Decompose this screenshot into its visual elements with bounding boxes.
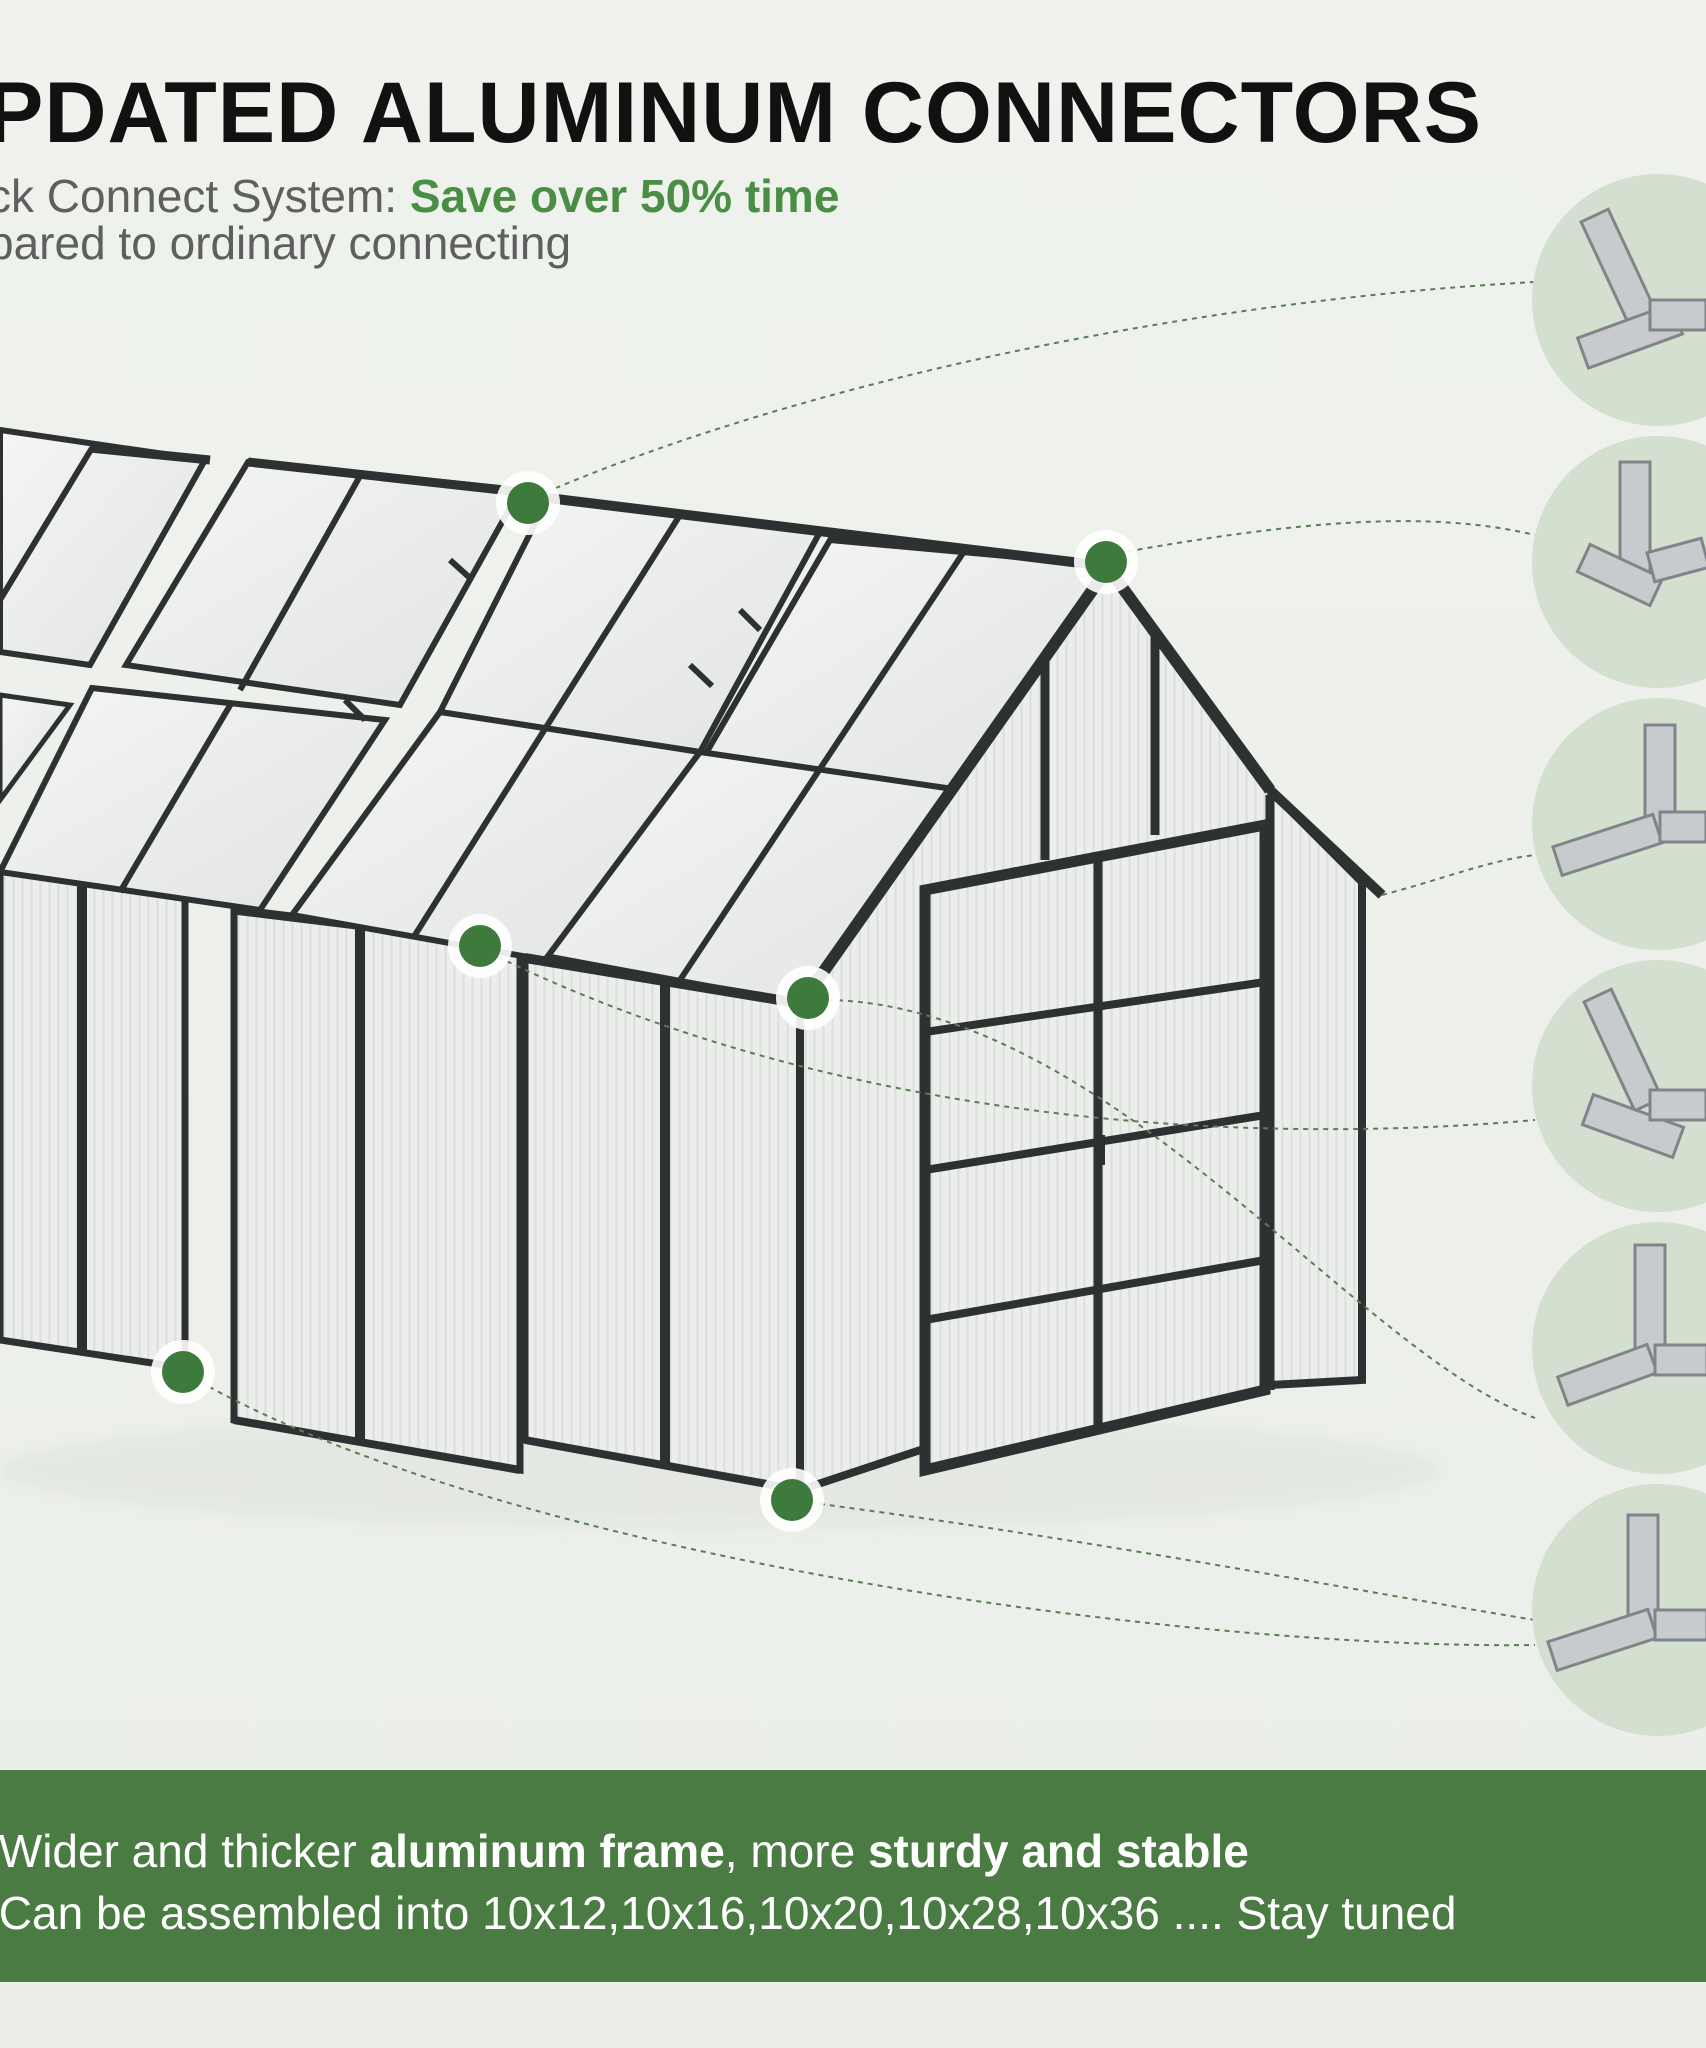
connector-thumbnail [1532,698,1706,950]
connector-icon [1555,1243,1706,1408]
connector-icon [1546,1513,1706,1673]
thumbnail-circle [1532,1484,1706,1736]
feature-line-1: .Wider and thicker aluminum frame, more … [0,1828,1249,1874]
door-rail [924,978,1266,1036]
gable-rafter [1266,786,1386,899]
roof-vent-bar [447,557,473,581]
subtitle-line-1: ck Connect System: Save over 50% time [0,173,839,219]
door-rail [924,1111,1266,1174]
gable-rafter [795,564,1113,1009]
roof-vent-bar [687,662,715,689]
thumbnail-circle [1532,960,1706,1212]
gable-rafter [1103,564,1275,794]
green-dot-marker [459,925,501,967]
roof-rafter [677,548,968,982]
roof-vent-bar [737,607,763,633]
side-wall [0,864,189,1373]
roof-rafter [0,446,95,602]
connector-icon [1551,723,1706,878]
roof-rafter [117,700,235,894]
connector-thumbnail [1532,436,1706,688]
subtitle-prefix: ck Connect System: [0,170,410,222]
green-dot-marker [1085,541,1127,583]
green-dot-marker [771,1479,813,1521]
door [919,818,1271,1477]
base-rail [524,1436,801,1494]
subtitle-highlight: Save over 50% time [409,170,840,222]
callout-line [1381,854,1536,896]
ridge-beam [547,493,1106,571]
callout-line [479,947,1536,1131]
door-rail [924,1256,1266,1324]
feature-1-middle: , more [724,1825,868,1877]
feature-banner [0,1770,1706,1982]
subtitle-line-2: pared to ordinary connecting [0,217,572,269]
base-rail [233,1416,521,1474]
ridge-beam [247,457,521,497]
greenhouse-module-front [286,493,1386,1496]
green-dot-marker [507,482,549,524]
door-handle [1097,1135,1105,1165]
roof-panel [0,692,75,805]
callout-line [1107,520,1536,556]
callout-line [789,1499,1536,1621]
feature-1-prefix: .Wider and thicker [0,1825,370,1877]
roof-rafter [412,513,683,937]
connector-thumbnail [1532,960,1706,1212]
connector-thumbnail [1532,1484,1706,1736]
connector-thumbnail [1532,1222,1706,1474]
connector-thumbnail [1532,174,1706,426]
connector-icon [1575,207,1706,371]
feature-line-2: .Can be assembled into 10x12,10x16,10x20… [0,1887,1457,1939]
callout-line [807,998,1536,1419]
connector-icon [1575,460,1706,608]
callout-markers [151,471,1138,1532]
roof-vent-bar [342,697,368,723]
callout-line [182,1371,1536,1647]
green-dot-marker [787,977,829,1019]
roof-rafter [237,474,363,692]
feature-1-bold-sturdy: sturdy and stable [867,1825,1249,1877]
green-dot-marker [162,1351,204,1393]
ridge-beam [89,443,211,465]
callout-lines [182,281,1536,1647]
greenhouse-module-middle [0,443,525,1475]
feature-1-bold-frame: aluminum frame [369,1825,725,1877]
connector-icon [1580,987,1706,1160]
headline: PDATED ALUMINUM CONNECTORS [0,65,1482,161]
connector-thumbnails [1532,174,1706,1736]
eave-rail [524,953,811,1010]
callout-line [527,281,1536,501]
side-wall [230,906,524,1475]
